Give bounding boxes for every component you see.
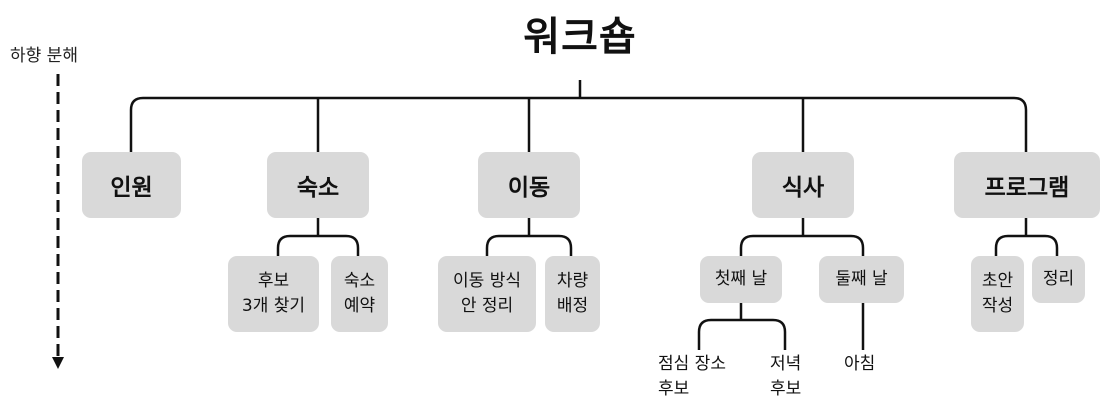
decomposition-label: 하향 분해 bbox=[10, 46, 78, 66]
level1-bar bbox=[129, 96, 1028, 152]
node-day1-lunch: 점심 장소 후보 bbox=[658, 354, 726, 399]
node-meal-day1: 첫째 날 bbox=[700, 256, 782, 303]
node-lodging-reserve: 숙소 예약 bbox=[331, 256, 388, 332]
node-day2-breakfast: 아침 bbox=[844, 354, 876, 374]
lodging-children-connector bbox=[276, 218, 360, 256]
node-program-organize: 정리 bbox=[1032, 256, 1085, 303]
node-program: 프로그램 bbox=[954, 152, 1100, 218]
node-meals: 식사 bbox=[752, 152, 854, 218]
page-title: 워크숍 bbox=[523, 14, 637, 60]
node-lodging-find: 후보 3개 찾기 bbox=[228, 256, 319, 332]
meal-children-connector bbox=[739, 218, 865, 256]
decomposition-arrow-head bbox=[52, 357, 64, 369]
node-people: 인원 bbox=[82, 152, 181, 218]
node-day1-dinner: 저녁 후보 bbox=[770, 354, 802, 399]
node-program-draft: 초안 작성 bbox=[971, 256, 1024, 332]
transport-children-connector bbox=[485, 218, 573, 256]
program-children-connector bbox=[994, 218, 1059, 256]
node-transport: 이동 bbox=[478, 152, 580, 218]
node-transport-vehicles: 차량 배정 bbox=[545, 256, 600, 332]
node-meal-day2: 둘째 날 bbox=[819, 256, 904, 303]
day1-children-connector bbox=[697, 303, 787, 350]
title-area: 워크숍 bbox=[0, 0, 1103, 60]
node-transport-methods: 이동 방식 안 정리 bbox=[438, 256, 536, 332]
node-lodging: 숙소 bbox=[267, 152, 369, 218]
